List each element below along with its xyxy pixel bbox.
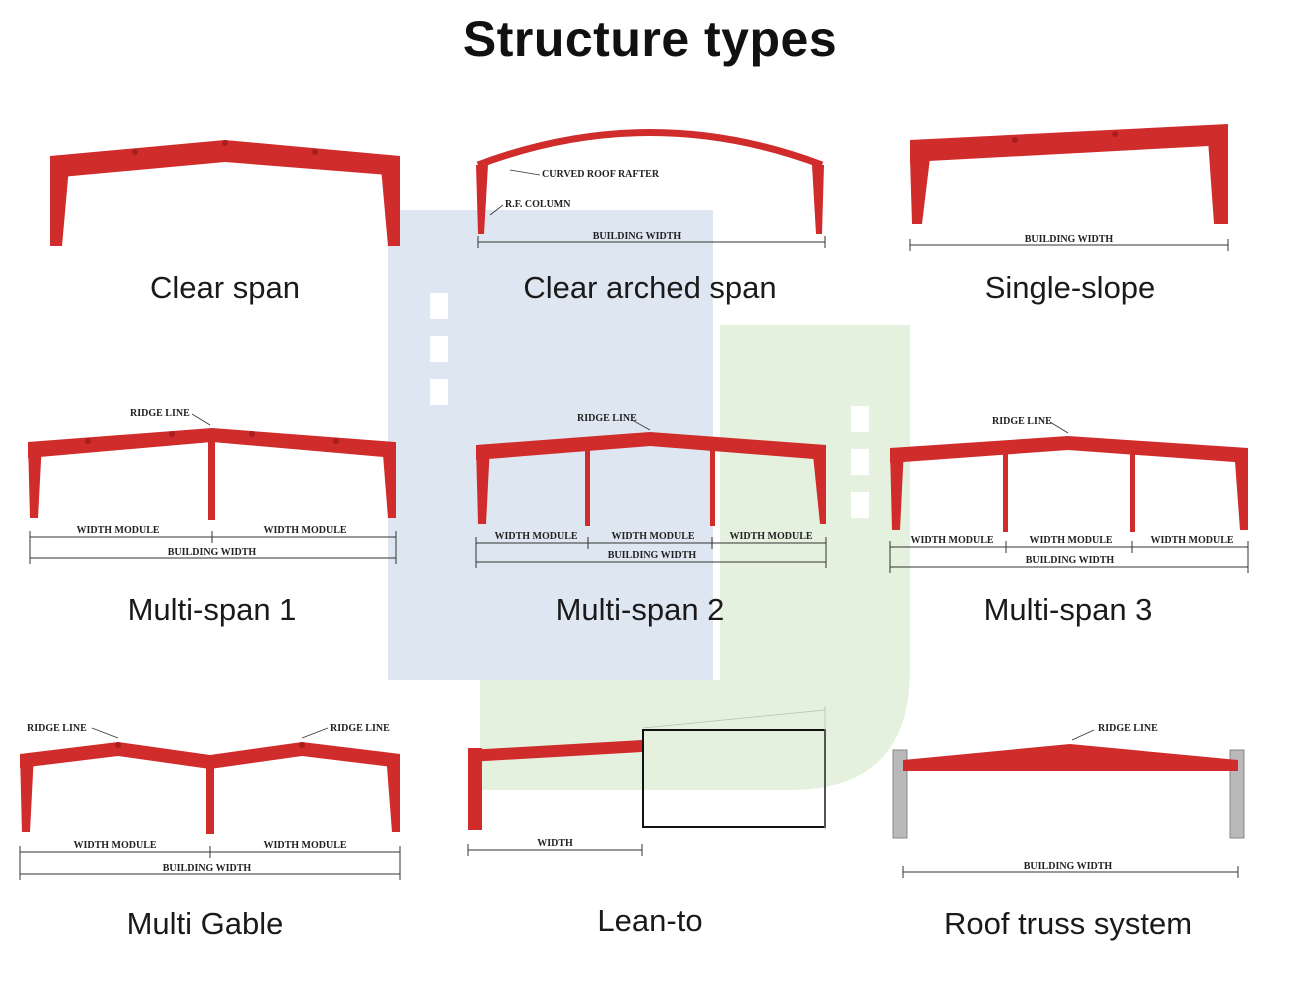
width-module-label: WIDTH MODULE [263, 840, 346, 851]
width-label: WIDTH [537, 838, 573, 849]
building-width-label: BUILDING WIDTH [163, 863, 252, 874]
width-module-label: WIDTH MODULE [76, 525, 159, 536]
width-module-label: WIDTH MODULE [910, 535, 993, 546]
width-module-label: WIDTH MODULE [729, 531, 812, 542]
ridge-line-label: RIDGE LINE [330, 723, 390, 734]
diagram-roof-truss: RIDGE LINE BUILDING WIDTH [892, 723, 1245, 878]
width-module-label: WIDTH MODULE [73, 840, 156, 851]
ridge-line-label: RIDGE LINE [130, 408, 190, 419]
building-width-label: BUILDING WIDTH [168, 547, 257, 558]
ridge-line-label: RIDGE LINE [992, 416, 1052, 427]
rafter-label: CURVED ROOF RAFTER [542, 169, 660, 180]
diagram-multi-span-3: RIDGE LINE WIDTH MODULE WIDTH MODULE WID… [889, 416, 1249, 573]
caption-multi-gable: Multi Gable [126, 906, 284, 941]
width-module-label: WIDTH MODULE [263, 525, 346, 536]
caption-multi-span-1: Multi-span 1 [127, 592, 297, 627]
page-title: Structure types [462, 11, 838, 67]
diagram-multi-span-1: RIDGE LINE WIDTH MODULE WIDTH MODULE BUI… [28, 408, 397, 564]
building-width-label: BUILDING WIDTH [608, 550, 697, 561]
width-module-label: WIDTH MODULE [494, 531, 577, 542]
ridge-line-label: RIDGE LINE [1098, 723, 1158, 734]
diagram-clear-arched-span: CURVED ROOF RAFTER R.F. COLUMN BUILDING … [476, 129, 826, 248]
caption-roof-truss: Roof truss system [943, 906, 1193, 941]
column-label: R.F. COLUMN [505, 199, 571, 210]
diagram-single-slope: BUILDING WIDTH [909, 124, 1229, 251]
diagram-lean-to: WIDTH [467, 706, 826, 856]
diagram-multi-span-2: RIDGE LINE WIDTH MODULE WIDTH MODULE WID… [475, 413, 827, 568]
building-width-label: BUILDING WIDTH [1025, 234, 1114, 245]
caption-multi-span-2: Multi-span 2 [555, 592, 725, 627]
building-width-label: BUILDING WIDTH [593, 231, 682, 242]
ridge-line-label: RIDGE LINE [577, 413, 637, 424]
building-width-label: BUILDING WIDTH [1026, 555, 1115, 566]
width-module-label: WIDTH MODULE [1029, 535, 1112, 546]
width-module-label: WIDTH MODULE [611, 531, 694, 542]
caption-clear-span: Clear span [150, 270, 300, 305]
diagram-clear-span [50, 140, 400, 246]
building-width-label: BUILDING WIDTH [1024, 861, 1113, 872]
width-module-label: WIDTH MODULE [1150, 535, 1233, 546]
ridge-line-label: RIDGE LINE [27, 723, 87, 734]
caption-single-slope: Single-slope [984, 270, 1156, 305]
caption-lean-to: Lean-to [597, 903, 703, 938]
diagram-multi-gable: RIDGE LINE RIDGE LINE WIDTH MODULE WIDTH… [19, 723, 401, 880]
caption-clear-arched-span: Clear arched span [523, 270, 777, 305]
caption-multi-span-3: Multi-span 3 [983, 592, 1153, 627]
